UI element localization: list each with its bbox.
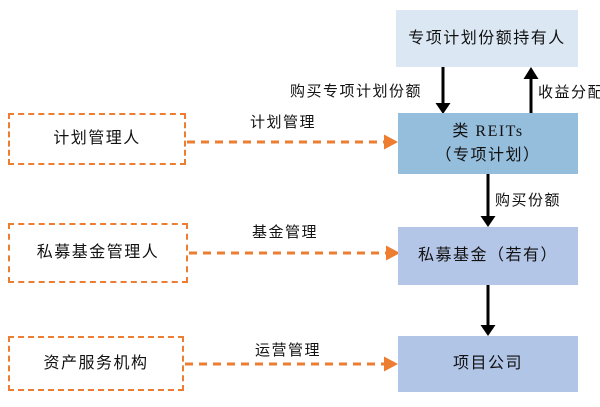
box-plan-share-holders: 专项计划份额持有人 [396,10,578,67]
box-project-company-label: 项目公司 [452,355,523,373]
box-private-fund: 私募基金（若有） [398,227,578,285]
arrow-income-distribution-up [523,67,539,113]
box-plan-manager-label: 计划管理人 [53,130,141,148]
box-plan-share-holders-label: 专项计划份额持有人 [408,29,566,47]
edge-label-fund-management: 基金管理 [252,225,319,241]
edge-label-operation-management: 运营管理 [255,343,322,359]
arrow-plan-management [187,134,398,150]
arrow-fund-to-project-down [480,285,496,336]
edge-label-plan-management: 计划管理 [250,115,317,131]
arrow-buy-shares-down [480,174,496,227]
box-private-fund-label: 私募基金（若有） [417,247,558,265]
edge-label-buy-shares: 购买份额 [495,193,562,209]
box-plan-manager: 计划管理人 [8,113,186,165]
arrow-buy-plan-shares-down [435,67,451,114]
box-quasi-reits-label-line1: 类 REITs [452,123,524,141]
edge-label-income-distribution: 收益分配 [538,85,600,101]
box-asset-service-agency: 资产服务机构 [8,336,184,391]
box-quasi-reits: 类 REITs （专项计划） [398,113,578,174]
box-fund-manager: 私募基金管理人 [8,223,188,283]
box-asset-service-agency-label: 资产服务机构 [43,354,149,372]
arrow-fund-management [189,245,400,261]
edge-label-buy-plan-shares: 购买专项计划份额 [290,84,423,100]
box-quasi-reits-label-line2: （专项计划） [435,146,541,164]
box-project-company: 项目公司 [398,336,578,392]
box-fund-manager-label: 私募基金管理人 [36,244,160,262]
